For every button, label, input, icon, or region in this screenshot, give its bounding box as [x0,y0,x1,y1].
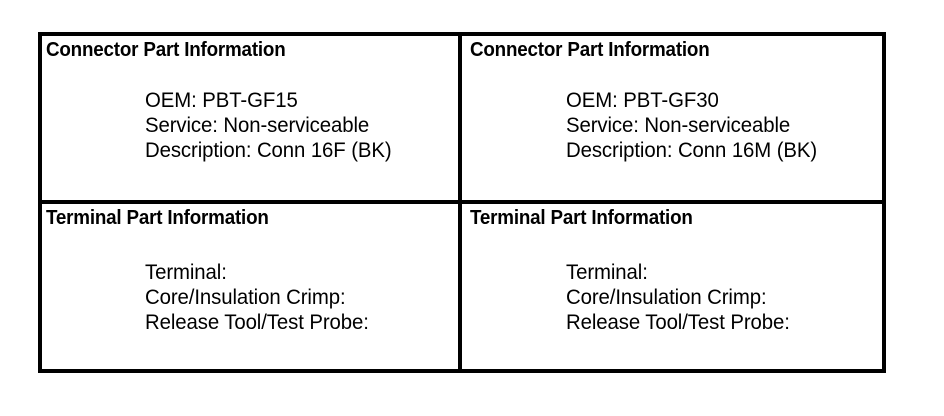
terminal-right-header: Terminal Part Information [470,207,693,229]
terminal-cell-right: Terminal Part Information Terminal: Core… [458,204,882,369]
terminal-right-details: Terminal: Core/Insulation Crimp: Release… [470,260,882,335]
connector-right-details: OEM: PBT-GF30 Service: Non-serviceable D… [470,88,882,163]
connector-left-details: OEM: PBT-GF15 Service: Non-serviceable D… [46,88,458,163]
connector-left-description: Description: Conn 16F (BK) [145,139,392,162]
connector-terminal-part-table: Connector Part Information OEM: PBT-GF15… [38,32,886,373]
terminal-cell-left: Terminal Part Information Terminal: Core… [42,204,458,369]
connector-cell-right: Connector Part Information OEM: PBT-GF30… [458,36,882,200]
connector-right-oem: OEM: PBT-GF30 [566,89,719,112]
terminal-left-core-insulation-crimp: Core/Insulation Crimp: [145,286,346,309]
connector-right-service: Service: Non-serviceable [566,114,791,137]
connector-left-service: Service: Non-serviceable [145,114,370,137]
terminal-information-row: Terminal Part Information Terminal: Core… [42,200,882,369]
terminal-right-core-insulation-crimp: Core/Insulation Crimp: [566,286,767,309]
connector-cell-left: Connector Part Information OEM: PBT-GF15… [42,36,458,200]
connector-left-oem: OEM: PBT-GF15 [145,89,298,112]
connector-information-row: Connector Part Information OEM: PBT-GF15… [42,36,882,200]
connector-right-header: Connector Part Information [470,39,710,61]
terminal-right-terminal: Terminal: [566,261,648,284]
terminal-left-details: Terminal: Core/Insulation Crimp: Release… [46,260,458,335]
connector-right-description: Description: Conn 16M (BK) [566,139,818,162]
terminal-left-terminal: Terminal: [145,261,227,284]
connector-left-header: Connector Part Information [46,39,286,61]
terminal-left-release-tool-test-probe: Release Tool/Test Probe: [145,311,369,334]
terminal-right-release-tool-test-probe: Release Tool/Test Probe: [566,311,790,334]
terminal-left-header: Terminal Part Information [46,207,269,229]
